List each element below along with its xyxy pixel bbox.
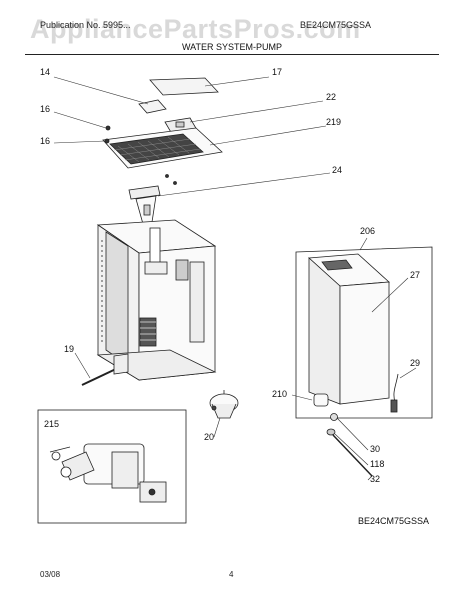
part-27-reservoir (308, 253, 390, 405)
part-14-plate (138, 99, 167, 114)
callout-27: 27 (410, 270, 421, 280)
part-215-inset-box (37, 409, 187, 524)
part-210-cap (313, 393, 329, 407)
callout-17: 17 (272, 67, 283, 77)
callout-19: 19 (64, 344, 75, 354)
callout-14: 14 (40, 67, 51, 77)
part-219-top-lid (102, 127, 223, 169)
header-rule (25, 54, 439, 55)
part-20-pressure-switch (209, 390, 239, 419)
callout-24: 24 (332, 165, 343, 175)
part-17-cover-panel (149, 77, 219, 96)
callout-29: 29 (410, 358, 421, 368)
callout-20: 20 (204, 432, 215, 442)
watermark: AppliancePartsPros.com (30, 14, 361, 44)
callout-215: 215 (44, 419, 60, 429)
part-24-chute (128, 185, 161, 225)
callout-206: 206 (360, 226, 376, 236)
part-29-sensor (390, 373, 399, 413)
header-model: BE24CM75GSSA (300, 20, 372, 30)
part-16-screws (104, 125, 177, 185)
callout-32: 32 (370, 474, 381, 484)
callout-16-lower: 16 (40, 136, 51, 146)
callout-219: 219 (326, 117, 342, 127)
part-19-rod (81, 353, 129, 386)
page-subtitle: WATER SYSTEM-PUMP (181, 42, 282, 52)
callout-118: 118 (370, 459, 385, 469)
footer-date: 03/08 (40, 570, 61, 579)
part-118-fitting (326, 428, 336, 436)
part-32-tube (332, 434, 373, 477)
part-215-pump-valve (49, 443, 167, 503)
callout-16-upper: 16 (40, 104, 51, 114)
model-number: BE24CM75GSSA (358, 516, 430, 526)
callout-22: 22 (326, 92, 337, 102)
footer-page-number: 4 (229, 570, 234, 579)
header-publication: Publication No. 5995... (40, 20, 131, 30)
callout-210: 210 (272, 389, 288, 399)
part-206-outline (295, 246, 433, 419)
part-30-fitting (330, 413, 338, 421)
callout-30: 30 (370, 444, 381, 454)
